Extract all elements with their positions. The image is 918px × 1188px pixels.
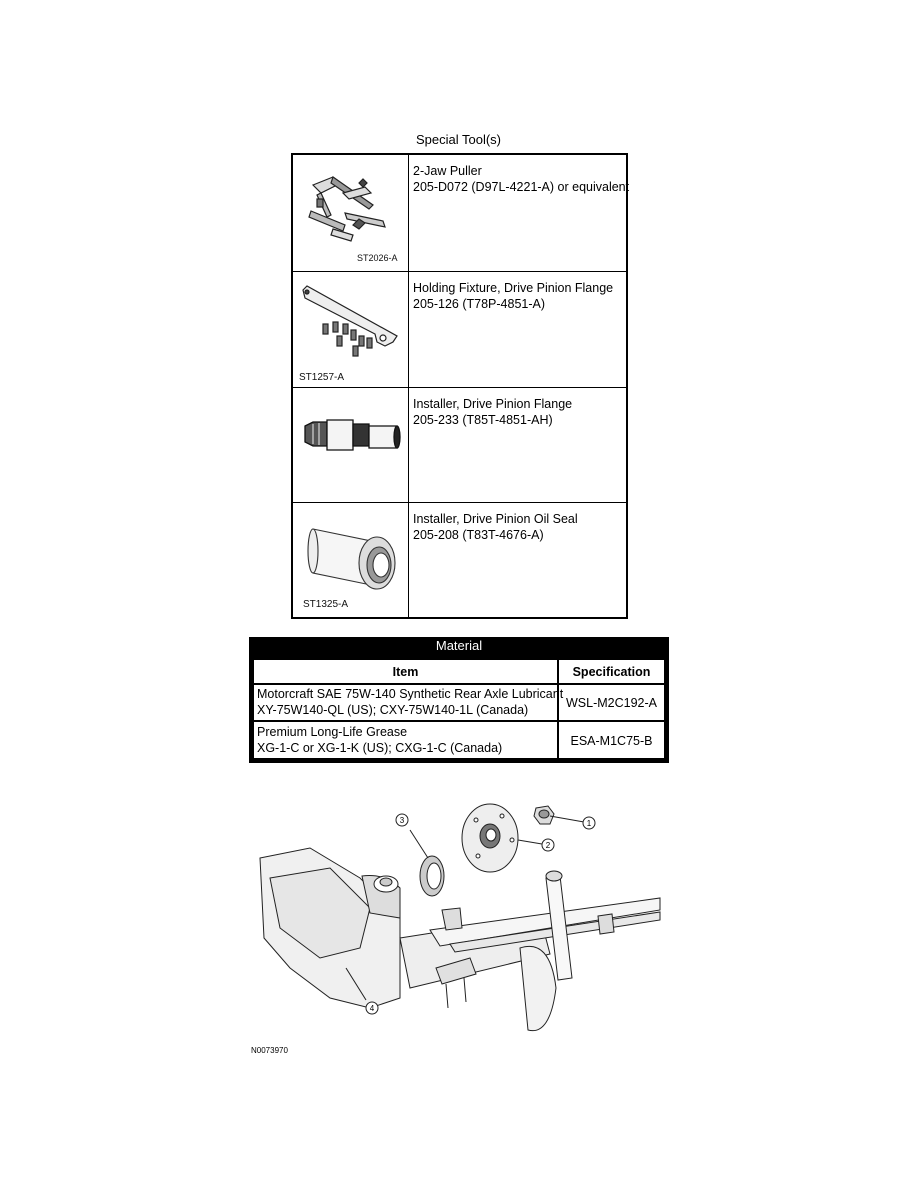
tool-image-label: ST2026-A bbox=[357, 253, 398, 263]
callout-label: 2 bbox=[546, 841, 551, 850]
tool-name: 2-Jaw Puller bbox=[413, 164, 482, 178]
material-item: Motorcraft SAE 75W-140 Synthetic Rear Ax… bbox=[257, 686, 563, 718]
material-table: Material Item Specification Motorcraft S… bbox=[249, 637, 669, 763]
tool-name: Installer, Drive Pinion Oil Seal bbox=[413, 512, 578, 526]
item-header: Item bbox=[392, 665, 419, 679]
two-jaw-puller-illustration: ST2026-A bbox=[293, 155, 409, 271]
tool-row: ST1325-A Installer, Drive Pinion Oil Sea… bbox=[293, 503, 626, 617]
material-item-line: Motorcraft SAE 75W-140 Synthetic Rear Ax… bbox=[257, 687, 564, 701]
tool-image-label: ST1257-A bbox=[299, 372, 345, 383]
callout-label: 3 bbox=[400, 816, 405, 825]
material-grid: Item Specification Motorcraft SAE 75W-14… bbox=[253, 659, 665, 759]
column-divider bbox=[557, 660, 559, 758]
material-spec: ESA-M1C75-B bbox=[570, 734, 653, 748]
tool-row: ST1257-A Holding Fixture, Drive Pinion F… bbox=[293, 272, 626, 388]
tool-part-number: 205-126 (T78P-4851-A) bbox=[413, 297, 546, 311]
material-item-line: XG-1-C or XG-1-K (US); CXG-1-C (Canada) bbox=[257, 741, 503, 755]
specification-header: Specification bbox=[572, 665, 651, 679]
rear-axle-pinion-exploded-view: 1 2 3 4 bbox=[250, 798, 670, 1043]
tool-name: Installer, Drive Pinion Flange bbox=[413, 397, 573, 411]
tool-row: ST2026-A 2-Jaw Puller 205-D072 (D97L-422… bbox=[293, 155, 630, 272]
material-item: Premium Long-Life Grease XG-1-C or XG-1-… bbox=[257, 724, 502, 756]
flange-installer-illustration bbox=[293, 388, 409, 502]
row-divider bbox=[254, 720, 664, 722]
oil-seal-installer-illustration: ST1325-A bbox=[293, 503, 409, 617]
tool-name: Holding Fixture, Drive Pinion Flange bbox=[413, 281, 614, 295]
tool-part-number: 205-233 (T85T-4851-AH) bbox=[413, 413, 553, 427]
tool-part-number: 205-208 (T83T-4676-A) bbox=[413, 528, 544, 542]
holding-fixture-illustration: ST1257-A bbox=[293, 272, 409, 387]
tool-row: Installer, Drive Pinion Flange 205-233 (… bbox=[293, 388, 626, 503]
material-item-line: Premium Long-Life Grease bbox=[257, 725, 408, 739]
tool-image-label: ST1325-A bbox=[303, 599, 349, 610]
material-spec: WSL-M2C192-A bbox=[566, 696, 657, 710]
row-divider bbox=[254, 683, 664, 685]
special-tools-title: Special Tool(s) bbox=[415, 132, 502, 147]
tool-part-number: 205-D072 (D97L-4221-A) or equivalent bbox=[413, 180, 630, 194]
callout-label: 1 bbox=[587, 819, 592, 828]
special-tools-table: ST2026-A 2-Jaw Puller 205-D072 (D97L-422… bbox=[291, 153, 630, 619]
material-item-line: XY-75W140-QL (US); CXY-75W140-1L (Canada… bbox=[257, 703, 529, 717]
figure-id: N0073970 bbox=[251, 1046, 288, 1055]
material-title: Material bbox=[435, 638, 483, 653]
callout-label: 4 bbox=[370, 1004, 375, 1013]
